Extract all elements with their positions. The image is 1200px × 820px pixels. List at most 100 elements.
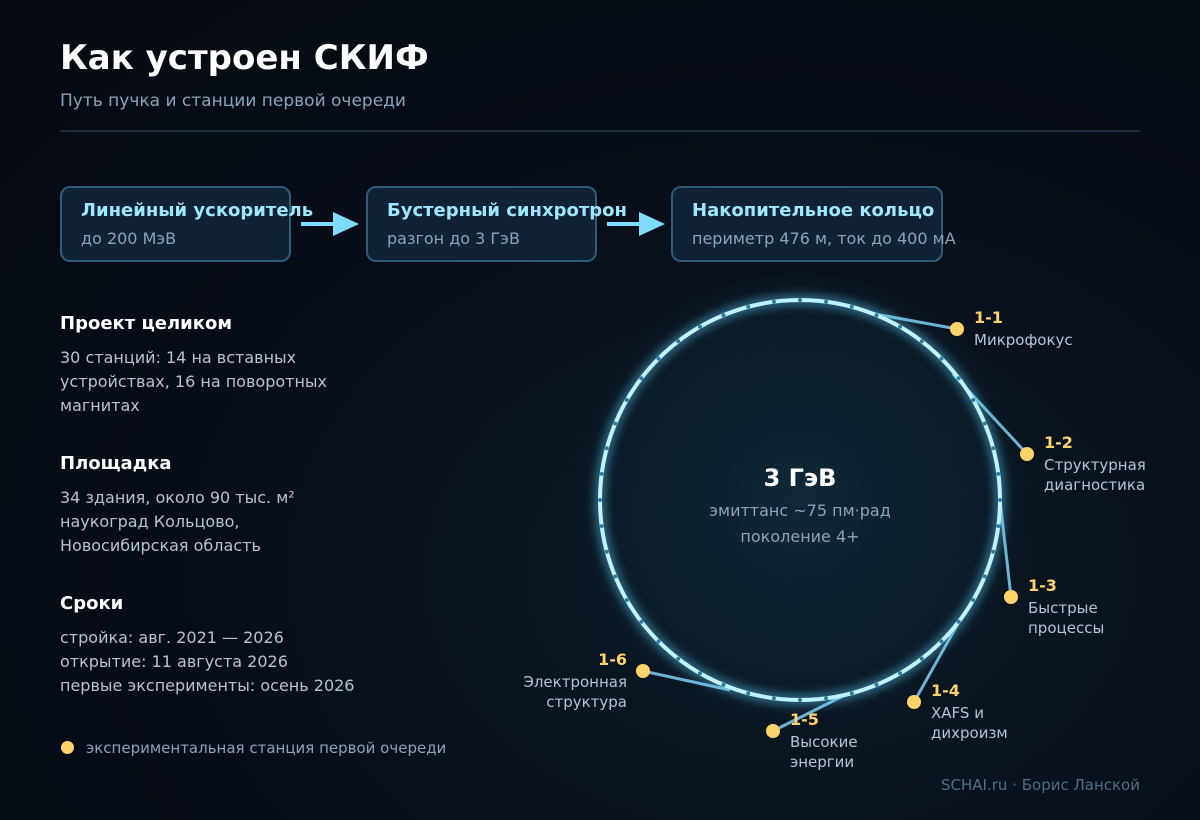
stage-name: Бустерный синхротрон bbox=[387, 200, 627, 221]
stage-name: Линейный ускоритель bbox=[81, 200, 314, 221]
ring-segment-mark bbox=[824, 696, 829, 701]
station-name: структура bbox=[546, 693, 627, 711]
ring-energy: 3 ГэВ bbox=[764, 464, 837, 492]
stage-name: Накопительное кольцо bbox=[692, 200, 935, 221]
station-name: Быстрые bbox=[1028, 599, 1098, 617]
ring-segment-mark bbox=[798, 298, 802, 302]
ring-segment-mark bbox=[798, 698, 802, 702]
ring-segment-mark bbox=[721, 313, 726, 318]
ring-segment-mark bbox=[656, 639, 661, 644]
ring-segment-mark bbox=[604, 549, 609, 554]
station-number: 1-2 bbox=[1044, 433, 1073, 452]
ring-segment-mark bbox=[998, 498, 1002, 502]
ring-segment-mark bbox=[982, 574, 987, 579]
page-subtitle: Путь пучка и станции первой очереди bbox=[60, 91, 406, 111]
station-name: процессы bbox=[1028, 619, 1104, 637]
section-title-project: Проект целиком bbox=[60, 313, 233, 334]
ring-segment-mark bbox=[849, 691, 854, 696]
legend-label: экспериментальная станция первой очереди bbox=[86, 739, 447, 757]
station-number: 1-5 bbox=[790, 710, 819, 729]
credit: SCHAI.ru · Борис Ланской bbox=[941, 776, 1140, 794]
ring-segment-mark bbox=[771, 299, 776, 304]
ring-segment-mark bbox=[898, 671, 902, 676]
stage-booster: Бустерный синхротрон разгон до 3 ГэВ bbox=[366, 186, 627, 262]
ring-segment-mark bbox=[613, 421, 618, 426]
section-line: Новосибирская область bbox=[60, 536, 261, 555]
ring-segment-mark bbox=[698, 671, 702, 676]
ring-segment-mark bbox=[639, 376, 644, 381]
ring-segment-mark bbox=[971, 398, 976, 402]
ring-emittance: эмиттанс ~75 пм·рад bbox=[709, 501, 891, 520]
ring-segment-mark bbox=[656, 356, 661, 361]
section-line: стройка: авг. 2021 — 2026 bbox=[60, 628, 284, 647]
arrow-right-icon bbox=[607, 212, 665, 236]
ring-segment-mark bbox=[746, 691, 751, 696]
beamline-1-6 bbox=[642, 669, 731, 692]
ring-segment-mark bbox=[721, 682, 726, 687]
stage-desc: до 200 МэВ bbox=[81, 229, 177, 248]
station-dot-1-5 bbox=[766, 724, 780, 738]
section-line: магнитах bbox=[60, 396, 140, 415]
station-dot-1-2 bbox=[1020, 447, 1034, 461]
ring-segment-mark bbox=[939, 639, 944, 644]
ring-segment-mark bbox=[639, 619, 644, 624]
station-number: 1-1 bbox=[974, 308, 1003, 327]
legend-station-dot bbox=[61, 741, 74, 754]
ring-segment-mark bbox=[676, 339, 681, 344]
ring-segment-mark bbox=[874, 313, 879, 318]
ring-segment-mark bbox=[956, 619, 961, 624]
ring-segment-mark bbox=[598, 498, 602, 502]
station-name: XAFS и bbox=[931, 704, 984, 722]
station-name: дихроизм bbox=[931, 724, 1008, 742]
stage-linac: Линейный ускоритель до 200 МэВ bbox=[60, 186, 313, 262]
stage-desc: разгон до 3 ГэВ bbox=[387, 229, 520, 248]
arrow-right-icon bbox=[301, 212, 359, 236]
ring-segment-mark bbox=[771, 696, 776, 701]
stage-desc: периметр 476 м, ток до 400 мА bbox=[692, 229, 956, 248]
ring-segment-mark bbox=[824, 299, 829, 304]
ring-segment-mark bbox=[996, 524, 1001, 529]
station-name: Микрофокус bbox=[974, 331, 1073, 349]
ring-segment-mark bbox=[624, 598, 629, 602]
ring-segment-mark bbox=[898, 324, 902, 329]
stage-storage-ring: Накопительное кольцо периметр 476 м, ток… bbox=[671, 186, 956, 262]
ring-generation: поколение 4+ bbox=[740, 527, 859, 546]
page-title: Как устроен СКИФ bbox=[60, 38, 429, 78]
ring-segment-mark bbox=[982, 421, 987, 426]
ring-segment-mark bbox=[624, 398, 629, 402]
section-line: открытие: 11 августа 2026 bbox=[60, 652, 288, 671]
section-title-site: Площадка bbox=[60, 453, 172, 474]
ring-segment-mark bbox=[996, 471, 1001, 476]
station-dot-1-3 bbox=[1004, 590, 1018, 604]
ring-segment-mark bbox=[599, 524, 604, 529]
ring-segment-mark bbox=[991, 549, 996, 554]
ring-segment-mark bbox=[676, 656, 681, 661]
header-divider bbox=[60, 130, 1140, 132]
ring-segment-mark bbox=[604, 446, 609, 451]
ring-segment-mark bbox=[698, 324, 702, 329]
section-line: наукоград Кольцово, bbox=[60, 512, 240, 531]
station-dot-1-4 bbox=[907, 695, 921, 709]
ring-segment-mark bbox=[599, 471, 604, 476]
section-line: 30 станций: 14 на вставных bbox=[60, 348, 297, 367]
station-name: Электронная bbox=[523, 673, 627, 691]
ring-segment-mark bbox=[919, 656, 924, 661]
ring-segment-mark bbox=[956, 376, 961, 381]
ring-segment-mark bbox=[746, 304, 751, 309]
station-name: Структурная bbox=[1044, 456, 1146, 474]
section-line: устройствах, 16 на поворотных bbox=[60, 372, 328, 391]
station-dot-1-6 bbox=[636, 664, 650, 678]
ring-segment-mark bbox=[849, 304, 854, 309]
station-number: 1-6 bbox=[598, 650, 627, 669]
section-line: первые эксперименты: осень 2026 bbox=[60, 676, 355, 695]
station-name: диагностика bbox=[1044, 476, 1145, 494]
ring-segment-mark bbox=[919, 339, 924, 344]
station-name: Высокие bbox=[790, 733, 858, 751]
ring-segment-mark bbox=[874, 682, 879, 687]
ring-segment-mark bbox=[991, 446, 996, 451]
station-number: 1-3 bbox=[1028, 576, 1057, 595]
ring-segment-mark bbox=[971, 598, 976, 602]
section-line: 34 здания, около 90 тыс. м² bbox=[60, 488, 295, 507]
section-title-timeline: Сроки bbox=[60, 593, 124, 614]
